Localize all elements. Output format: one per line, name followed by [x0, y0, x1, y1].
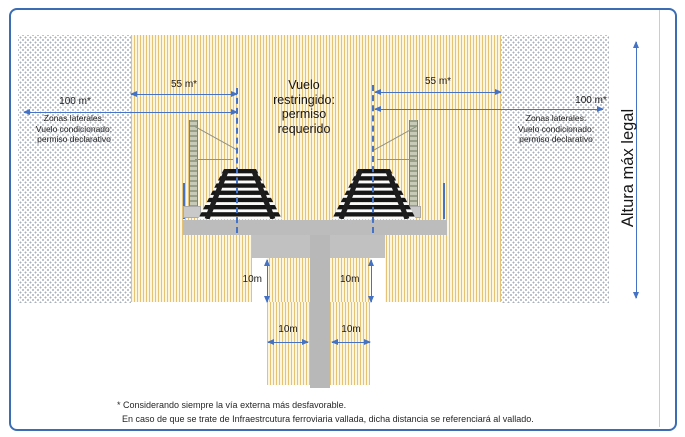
bridge-pier-column	[310, 235, 330, 388]
dim-label-10m-below-deck-left: 10m	[242, 274, 262, 285]
catenary-mast-right	[409, 120, 418, 208]
dim-label-100m-right: 100 m*	[575, 95, 607, 106]
dim-label-55m-left: 55 m*	[170, 79, 198, 90]
dim-arrow-10m-below-deck-right	[367, 259, 374, 303]
dim-arrow-10m-below-deck-left	[263, 259, 270, 303]
lateral-zone-right	[501, 35, 609, 303]
dim-arrow-100m-right	[374, 105, 604, 112]
dim-arrow-10m-pier-right	[331, 338, 371, 345]
catenary-registration-arm-right	[377, 159, 415, 160]
dim-arrow-55m-right	[374, 88, 502, 95]
catenary-registration-arm-left	[195, 159, 233, 160]
lateral-zone-label-right: Zonas laterales: Vuelo condicionado: per…	[517, 113, 595, 144]
track-axis-dashed-line-right	[372, 85, 374, 233]
parapet-left	[183, 183, 185, 219]
dim-arrow-55m-left	[130, 90, 238, 97]
zone-notch-right	[370, 258, 385, 302]
max-height-arrow	[632, 41, 639, 299]
railway-track-left	[198, 169, 282, 219]
restricted-zone-label: Vuelo restringido: permiso requerido	[273, 78, 335, 136]
track-axis-dashed-line-left	[236, 88, 238, 233]
dim-label-55m-right: 55 m*	[424, 76, 452, 87]
dim-arrow-100m-left	[23, 108, 238, 115]
dim-label-100m-left: 100 m*	[59, 96, 91, 107]
bridge-deck	[183, 220, 447, 235]
lateral-zone-left	[18, 35, 131, 303]
footnote: * Considerando siempre la vía externa má…	[117, 399, 534, 426]
dim-label-10m-pier-right: 10m	[341, 324, 361, 335]
dim-arrow-10m-pier-left	[267, 338, 309, 345]
catenary-mast-base-left	[183, 206, 201, 218]
footnote-line-1: * Considerando siempre la vía externa má…	[117, 400, 347, 410]
footnote-line-2: En caso de que se trate de Infraestrcutu…	[122, 413, 534, 424]
dim-label-10m-below-deck-right: 10m	[340, 274, 360, 285]
catenary-mast-left	[189, 120, 198, 208]
railway-track-right	[332, 169, 416, 219]
diagram-border	[9, 8, 677, 431]
dim-label-10m-pier-left: 10m	[278, 324, 298, 335]
lateral-zone-label-left: Zonas laterales: Vuelo condicionado: per…	[35, 113, 113, 144]
parapet-right	[443, 183, 445, 219]
zone-notch-left	[252, 258, 267, 302]
page-edge-line	[659, 10, 660, 427]
